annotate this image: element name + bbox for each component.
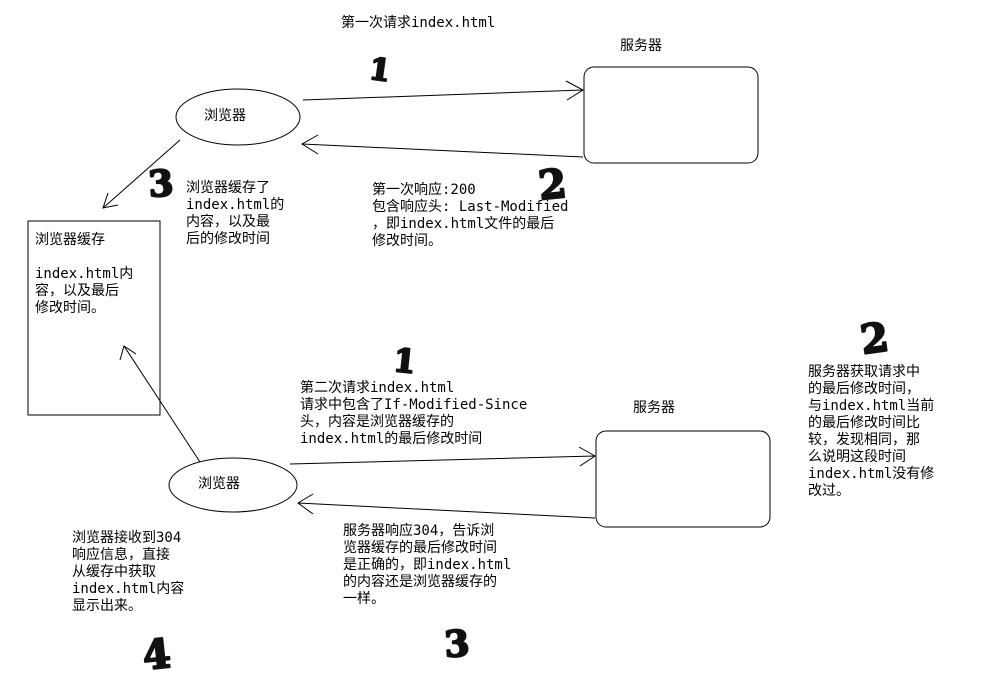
top-cache-note: 浏览器缓存了 index.html的 内容，以及最 后的修改时间 xyxy=(186,180,285,247)
cache-box-content: index.html内 容，以及最后 修改时间。 xyxy=(35,266,134,316)
top-request-arrow xyxy=(302,80,585,101)
bottom-response-arrow xyxy=(297,493,596,519)
step-3-mark-top: 3 xyxy=(147,162,175,206)
store-to-cache-arrow xyxy=(102,139,181,209)
browser-cache-box xyxy=(27,220,161,416)
bottom-server-label: 服务器 xyxy=(633,400,675,416)
cache-box-title: 浏览器缓存 xyxy=(35,232,105,248)
read-from-cache-arrow xyxy=(119,345,201,463)
top-server-label: 服务器 xyxy=(620,38,662,54)
top-server-box xyxy=(583,66,759,164)
top-browser-label: 浏览器 xyxy=(204,108,246,124)
bottom-server-box xyxy=(595,430,771,528)
bottom-browser-ellipse xyxy=(168,457,298,513)
bottom-request-text: 第二次请求index.html 请求中包含了If-Modified-Since … xyxy=(300,380,528,447)
bottom-request-arrow xyxy=(289,446,596,467)
top-response-arrow xyxy=(301,134,584,158)
step-3-mark-bottom: 3 xyxy=(443,622,471,666)
bottom-browser-label: 浏览器 xyxy=(198,476,240,492)
bottom-response-text: 服务器响应304，告诉浏 览器缓存的最后修改时间 是正确的，即index.htm… xyxy=(343,523,512,607)
step-1-mark-bottom: 1 xyxy=(392,341,418,381)
step-2-mark-right: 2 xyxy=(858,314,892,364)
top-browser-ellipse xyxy=(175,88,301,146)
step-2-mark-top: 2 xyxy=(536,160,569,210)
top-response-text: 第一次响应:200 包含响应头: Last-Modified ，即index.h… xyxy=(372,182,569,249)
server-compare-note: 服务器获取请求中 的最后修改时间， 与index.html当前 的最后修改时间比… xyxy=(808,364,935,499)
step-4-mark-bottom: 4 xyxy=(140,630,173,680)
step-1-mark-top: 1 xyxy=(367,52,393,90)
top-request-label: 第一次请求index.html xyxy=(341,15,496,31)
bottom-browser-note: 浏览器接收到304 响应信息，直接 从缓存中获取 index.html内容 显示… xyxy=(72,530,185,614)
